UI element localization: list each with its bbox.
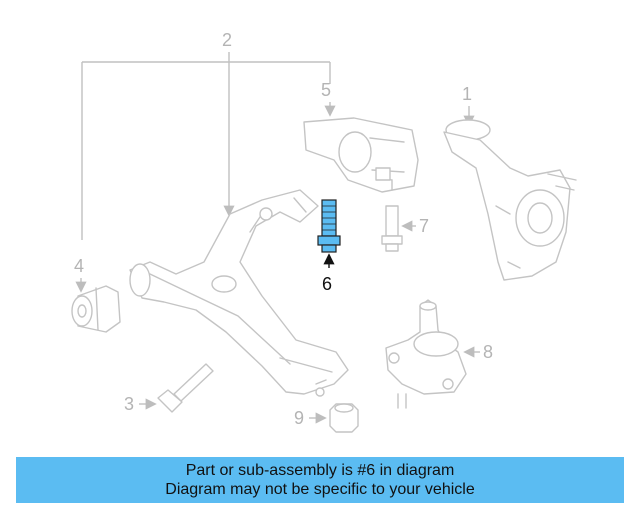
bolt-7-flange (381, 235, 403, 245)
callout-group-6[interactable]: 6 (322, 253, 335, 294)
callout-group-4[interactable]: 4 (74, 256, 87, 293)
callout-group-5[interactable]: 5 (321, 80, 336, 117)
nut-9-part[interactable] (329, 403, 359, 433)
ball-joint-boot (413, 331, 459, 357)
callout-group-2[interactable]: 2 (81, 30, 331, 240)
callout-group-1[interactable]: 1 (462, 84, 475, 127)
ball-joint-part[interactable] (385, 299, 467, 409)
rear-bushing-mount-part[interactable] (303, 117, 419, 193)
control-arm-hole (211, 275, 237, 293)
control-arm-part[interactable] (129, 189, 349, 397)
info-banner: Part or sub-assembly is #6 in diagram Di… (16, 457, 624, 503)
control-arm-front-eye (129, 263, 151, 297)
callout-5: 5 (321, 80, 331, 100)
callout-8: 8 (483, 342, 493, 362)
ball-joint-stud-top (419, 301, 437, 311)
parts-diagram: 2 5 1 6 7 (71, 30, 577, 433)
nut-9-top (334, 403, 354, 413)
callout-group-7[interactable]: 7 (401, 216, 429, 236)
bolt-6-part[interactable] (317, 199, 341, 253)
bolt-7-part[interactable] (381, 205, 403, 252)
callout-2: 2 (222, 30, 232, 50)
ball-joint-stud-bottom (397, 393, 407, 409)
callout-1: 1 (462, 84, 472, 104)
bolt-3-part[interactable] (157, 363, 214, 413)
callout-9: 9 (294, 408, 304, 428)
bolt-6-head (321, 244, 337, 253)
bushing-bore (77, 304, 87, 318)
callout-group-3[interactable]: 3 (124, 394, 157, 414)
ball-joint-hole-right (442, 378, 454, 390)
callout-7: 7 (419, 216, 429, 236)
bolt-3-shank (173, 363, 214, 402)
banner-line-disclaimer: Diagram may not be specific to your vehi… (165, 481, 475, 498)
callout-group-8[interactable]: 8 (463, 342, 493, 362)
mount-bore (338, 131, 372, 173)
control-arm-ridges (149, 197, 333, 385)
knuckle-hub-inner (527, 202, 553, 234)
bolt-7-head (385, 243, 399, 252)
bolt-6-flange (317, 235, 341, 246)
bushing-collar (95, 287, 99, 331)
bolt-6-thread (322, 205, 336, 231)
steering-knuckle-part[interactable] (443, 119, 577, 281)
bolt-3-head (157, 389, 183, 413)
knuckle-details (495, 173, 577, 269)
banner-line-part-number: Part or sub-assembly is #6 in diagram (185, 462, 455, 479)
front-bushing-part[interactable] (71, 285, 121, 333)
callout-3: 3 (124, 394, 134, 414)
control-arm-rear-hole (315, 387, 325, 397)
callout-6: 6 (322, 274, 332, 294)
control-arm-body (129, 189, 349, 395)
ball-joint-hole-left (388, 352, 400, 364)
callout-group-9[interactable]: 9 (294, 408, 327, 428)
bolt-7-shank (385, 205, 399, 237)
leader-line-2 (81, 52, 331, 240)
mount-slot (375, 167, 391, 181)
control-arm-bushing-tab (259, 207, 273, 221)
callout-4: 4 (74, 256, 84, 276)
